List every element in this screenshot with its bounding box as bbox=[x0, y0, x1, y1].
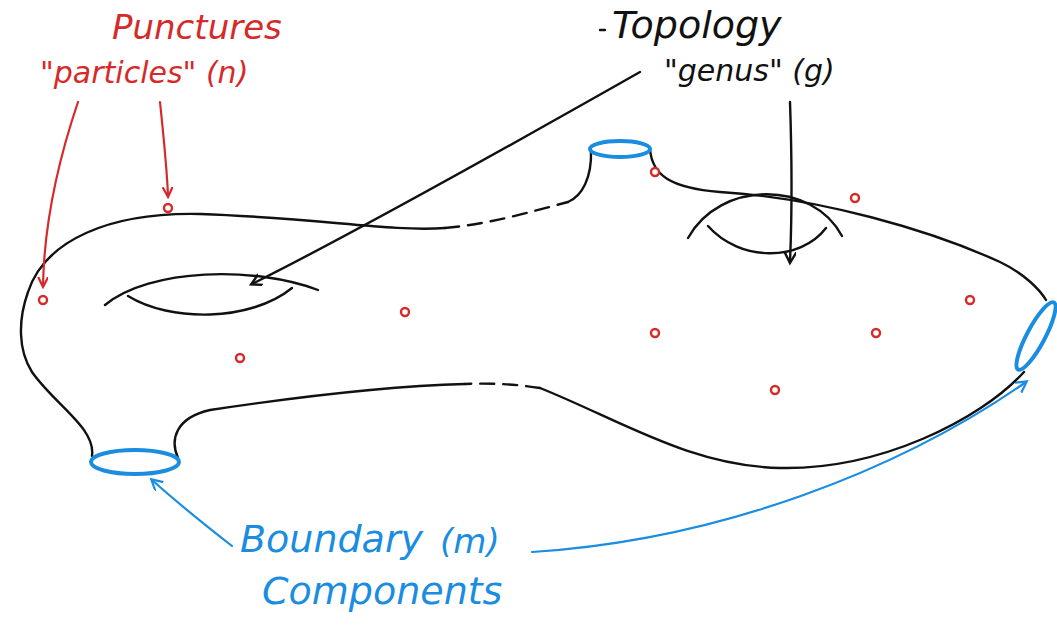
genus-note: "genus" (g) bbox=[664, 54, 835, 89]
topology-heading: Topology bbox=[612, 4, 782, 48]
puncture-heading: Punctures bbox=[112, 8, 282, 47]
boundary-heading: Components bbox=[262, 570, 502, 614]
boundary-heading: Boundary bbox=[240, 518, 423, 562]
puncture-note: "particles" (n) bbox=[40, 56, 248, 91]
boundary-count: (m) bbox=[440, 522, 500, 561]
